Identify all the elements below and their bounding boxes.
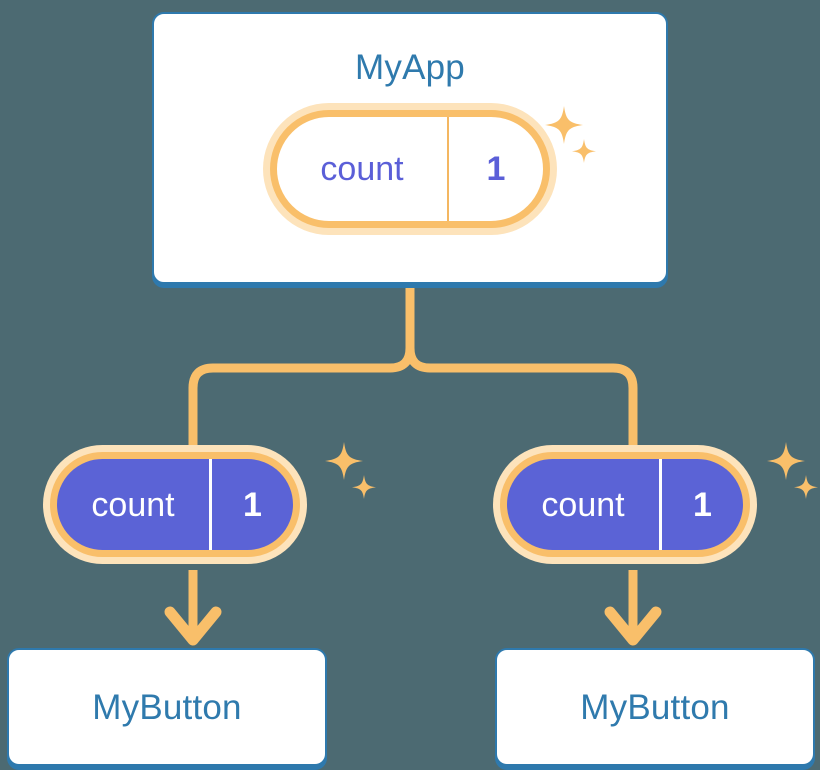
sparkle-star-small-icon [352, 475, 376, 499]
button-card-left[interactable]: MyButton [7, 648, 327, 766]
state-pill-key: count [57, 459, 212, 550]
app-state-pill[interactable]: count 1 [270, 110, 550, 228]
state-pill-outline[interactable]: count 1 [270, 110, 550, 228]
sparkle-star-small-icon [794, 475, 818, 499]
state-pill-key: count [277, 117, 449, 221]
sparkles-icon-right [767, 442, 818, 499]
state-pill-value: 1 [693, 485, 712, 524]
state-pill-value: 1 [486, 150, 506, 188]
state-pill-value: 1 [243, 485, 262, 524]
button-card-title: MyButton [580, 687, 730, 727]
sparkles-icon-left [325, 442, 376, 499]
arrow-down-icon-left [164, 570, 222, 646]
state-pill-key: count [507, 459, 662, 550]
sparkle-star-large-icon [767, 442, 805, 480]
branch-connector-icon [188, 281, 638, 457]
app-card-title: MyApp [355, 48, 465, 87]
arrow-down-icon-right [604, 570, 662, 646]
sparkle-star-large-icon [325, 442, 363, 480]
state-pill-filled[interactable]: count 1 [500, 452, 750, 557]
state-pill-filled[interactable]: count 1 [50, 452, 300, 557]
button-card-right[interactable]: MyButton [495, 648, 815, 766]
child-state-pill-right[interactable]: count 1 [500, 452, 750, 557]
child-state-pill-left[interactable]: count 1 [50, 452, 300, 557]
button-card-title: MyButton [92, 687, 242, 727]
